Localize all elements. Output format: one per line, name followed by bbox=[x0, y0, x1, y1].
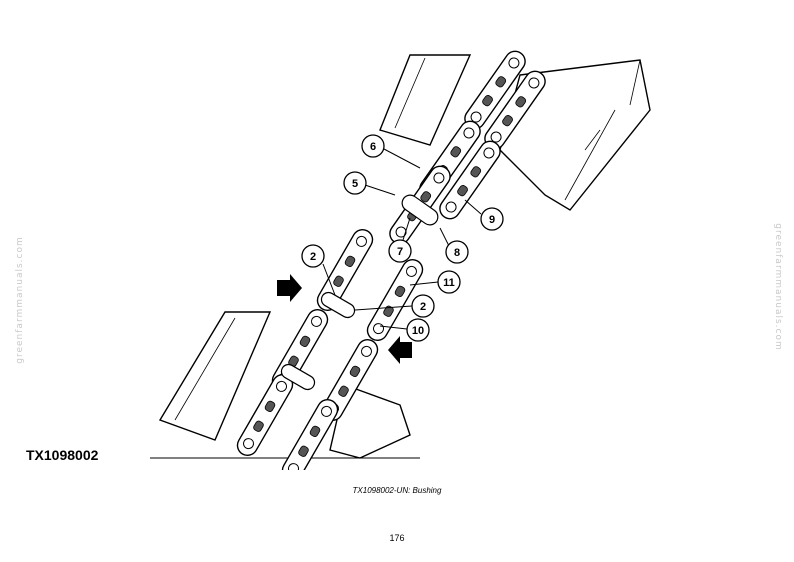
svg-text:5: 5 bbox=[352, 178, 358, 190]
svg-text:6: 6 bbox=[370, 141, 376, 153]
svg-text:10: 10 bbox=[412, 325, 424, 337]
svg-text:2: 2 bbox=[420, 301, 426, 313]
callout-2-lower: 2 bbox=[411, 294, 435, 318]
callout-9: 9 bbox=[480, 207, 504, 231]
lower-track-shoes bbox=[150, 311, 420, 459]
callout-7: 7 bbox=[388, 239, 412, 263]
figure-caption: TX1098002-UN: Bushing bbox=[352, 486, 442, 495]
callout-10: 10 bbox=[406, 318, 430, 342]
callout-5: 5 bbox=[343, 171, 367, 195]
figure-id: TX1098002 bbox=[26, 447, 99, 463]
callout-8: 8 bbox=[445, 240, 469, 264]
svg-text:9: 9 bbox=[489, 214, 495, 226]
callout-2-upper: 2 bbox=[301, 244, 325, 268]
callout-11: 11 bbox=[437, 270, 461, 294]
arrow-left bbox=[277, 274, 302, 302]
upper-track-shoes bbox=[379, 54, 651, 211]
svg-text:11: 11 bbox=[443, 277, 455, 289]
upper-chain-links bbox=[385, 46, 550, 249]
lower-chain-links bbox=[233, 225, 427, 470]
callout-leaders bbox=[322, 148, 482, 330]
arrow-right bbox=[388, 336, 412, 364]
svg-text:2: 2 bbox=[310, 251, 316, 263]
track-chain-illustration: 6 5 7 8 9 2 11 2 10 bbox=[150, 46, 651, 470]
page-number: 176 bbox=[389, 533, 405, 543]
svg-text:8: 8 bbox=[454, 247, 460, 259]
svg-text:7: 7 bbox=[397, 246, 403, 258]
callout-6: 6 bbox=[361, 134, 385, 158]
